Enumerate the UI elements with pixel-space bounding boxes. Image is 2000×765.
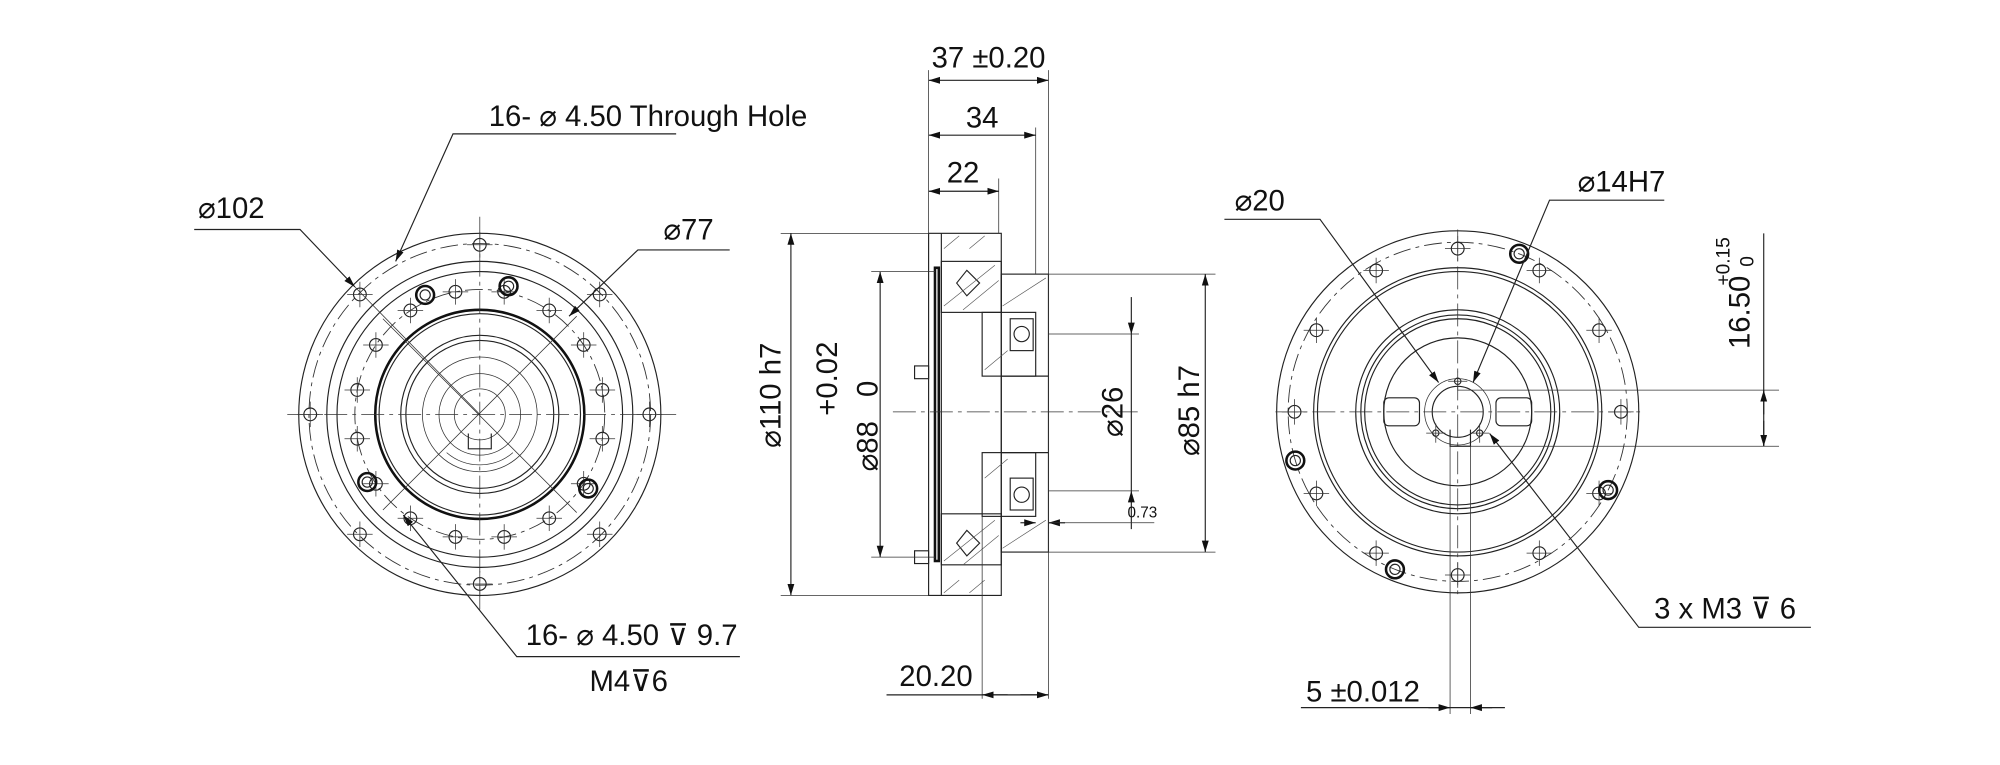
tapped-thread-label: M4⊽6 xyxy=(589,665,667,698)
length-34-label: 34 xyxy=(966,102,999,135)
dia-20-leader xyxy=(1224,218,1440,383)
pilot-tol-lower: 0 xyxy=(852,381,885,397)
keyway-outline xyxy=(467,433,492,450)
section-hatching xyxy=(943,235,1047,594)
ball xyxy=(1013,325,1030,343)
diagonal-centerline xyxy=(382,318,577,513)
bolt-hole-counterbore xyxy=(498,276,519,297)
bolt-hole-counterbore xyxy=(414,284,436,306)
inner-dia-leader xyxy=(568,249,730,317)
overall-length-label: 37 ±0.20 xyxy=(932,42,1046,75)
threaded-holes-label: 3 x M3 ⊽ 6 xyxy=(1654,592,1796,625)
dia-20-label: ⌀20 xyxy=(1235,184,1285,217)
dia-14-leader xyxy=(1472,199,1665,383)
threaded-holes-leader xyxy=(1489,433,1811,628)
key-width-label: 5 ±0.012 xyxy=(1306,675,1420,708)
gap-label: 0.73 xyxy=(1128,505,1158,522)
length-22-label: 22 xyxy=(947,156,980,189)
outer-dia-label: ⌀102 xyxy=(198,192,265,225)
through-hole-label: 16- ⌀ 4.50 Through Hole xyxy=(489,100,808,133)
bolt-hole xyxy=(502,280,515,292)
bolt-hole-counterbore xyxy=(1285,450,1306,471)
slot-left xyxy=(1383,397,1421,427)
pilot-tol-upper: +0.02 xyxy=(811,342,844,416)
bolt-hole-counterbore xyxy=(1384,559,1406,580)
bolt-hole-counterbore xyxy=(1508,243,1530,264)
upper-bearing-ring xyxy=(940,260,1002,313)
bolt-hole-counterbore xyxy=(357,471,378,493)
upper-hub-section xyxy=(981,311,1037,377)
through-hole-leader xyxy=(395,133,677,262)
front-view: 16- ⌀ 4.50 Through Hole ⌀102 ⌀77 16- ⌀ 4… xyxy=(194,100,807,698)
upper-cross-roller xyxy=(955,269,981,297)
key-tol-lower: 0 xyxy=(1738,256,1759,267)
flange-dia-label: ⌀110 h7 xyxy=(755,343,788,448)
lower-hub-section xyxy=(981,452,1037,517)
upper-ball-bearing xyxy=(1009,318,1034,352)
seal-plate xyxy=(933,266,941,563)
bolt-hole xyxy=(1513,248,1525,260)
offset-label: 20.20 xyxy=(899,660,972,693)
key-tol-upper: +0.15 xyxy=(1713,237,1734,285)
inner-dia-label: ⌀77 xyxy=(663,214,713,247)
bolt-hole xyxy=(1389,563,1401,576)
diagonal-centerline xyxy=(382,315,577,511)
pilot-dia-label: ⌀88 xyxy=(852,421,885,471)
rear-view: ⌀20 ⌀14H7 16.50 +0.15 0 3 x M3 ⊽ 6 5 ±0.… xyxy=(1224,165,1811,714)
pin xyxy=(914,365,930,380)
bolt-hole-counterbore xyxy=(577,478,599,499)
lower-cross-roller xyxy=(955,529,981,557)
key-height-label: 16.50 xyxy=(1724,276,1757,349)
hub-dia-label: ⌀85 h7 xyxy=(1173,365,1206,456)
tapped-holes-label: 16- ⌀ 4.50 ⊽ 9.7 xyxy=(526,619,738,652)
bolt-hole xyxy=(361,476,373,488)
bolt-hole xyxy=(1602,484,1614,496)
retaining-ring xyxy=(446,452,514,466)
slot-right xyxy=(1495,397,1533,427)
tapped-holes-leader xyxy=(402,514,740,658)
rear-view-bolt-holes xyxy=(1281,235,1634,588)
bolt-hole-counterbore xyxy=(1597,479,1619,501)
bolt-hole xyxy=(582,482,594,495)
bore-dia-label: ⌀26 xyxy=(1096,387,1129,437)
outer-dia-leader-ext xyxy=(354,286,481,415)
outer-dia-leader xyxy=(194,228,356,288)
section-view: 37 ±0.20 34 22 ⌀110 h7 +0.02 0 ⌀88 ⌀26 ⌀… xyxy=(755,42,1216,699)
bolt-hole xyxy=(1289,454,1301,467)
bolt-hole xyxy=(419,289,431,301)
lower-ball-bearing xyxy=(1009,477,1034,511)
dia-14-label: ⌀14H7 xyxy=(1578,165,1666,198)
ball xyxy=(1013,486,1030,503)
